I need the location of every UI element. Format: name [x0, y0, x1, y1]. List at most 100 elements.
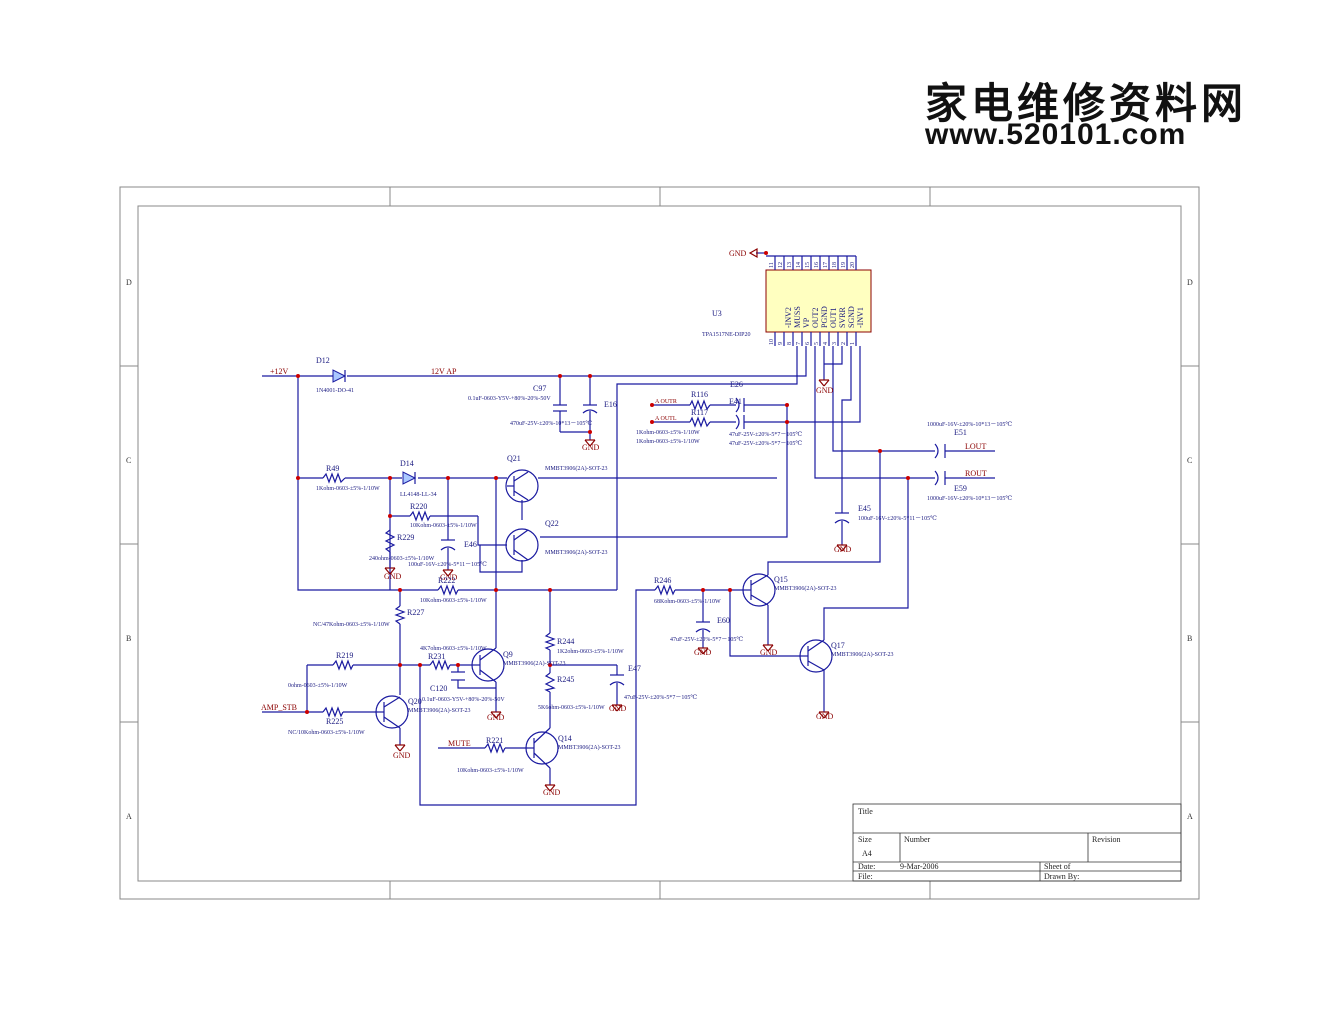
gnd-label: GND	[384, 572, 402, 581]
q14-symbol	[525, 727, 559, 769]
ref-r117: R117	[691, 408, 708, 417]
ref-r246: R246	[654, 576, 671, 585]
tb-size-value: A4	[862, 849, 872, 858]
pin-3: 3	[832, 342, 838, 345]
pin-name-out1: OUT1	[829, 308, 838, 328]
val-r229: 240ohm-0603-±5%-1/10W	[369, 556, 435, 562]
val-r231: 4K7ohm-0603-±5%-1/10W	[420, 646, 487, 652]
pin-19: 19	[841, 262, 847, 268]
chip-pin-names: -INV2 MUSS VP OUT2 PGND OUT1 SVRR SGND -…	[784, 306, 865, 328]
pin-12: 12	[778, 262, 784, 268]
tb-size-label: Size	[858, 835, 872, 844]
pin-14: 14	[796, 262, 802, 268]
ref-q20: Q20	[408, 697, 422, 706]
ref-r116: R116	[691, 390, 708, 399]
tb-date-value: 9-Mar-2006	[900, 862, 939, 871]
val-r222: 10Kohm-0603-±5%-1/10W	[420, 598, 487, 604]
ref-r221: R221	[486, 736, 503, 745]
pin-8: 8	[787, 342, 793, 345]
ref-e47: E47	[628, 664, 641, 673]
val-c97: 0.1uF-0603-Y5V-+80%-20%-50V	[468, 396, 551, 402]
wires	[262, 346, 995, 806]
gnd-label: GND	[834, 545, 852, 554]
q20-symbol	[375, 695, 409, 729]
pin-name-inv2: -INV2	[784, 307, 793, 328]
ref-c97: C97	[533, 384, 546, 393]
tb-date-label: Date:	[858, 862, 875, 871]
gnd-label: GND	[760, 648, 778, 657]
chip-ref: U3	[712, 309, 722, 318]
q15-symbol	[742, 573, 776, 607]
val-q17: MMBT3906(2A)-SOT-23	[831, 651, 893, 658]
val-r117: 1Kohm-0603-±5%-1/10W	[636, 439, 700, 445]
net-amp-stb: AMP_STB	[261, 703, 297, 712]
val-e60: 47uF-25V-±20%-5*7－105℃	[670, 636, 743, 643]
val-r244: 1K2ohm-0603-±5%-1/10W	[557, 649, 624, 655]
tb-file-label: File:	[858, 872, 873, 881]
val-e51: 1000uF-16V-±20%-10*13－105℃	[927, 421, 1012, 428]
val-q9: MMBT3906(2A)-SOT-23	[503, 660, 565, 667]
pin-2: 2	[841, 342, 847, 345]
ref-q21: Q21	[507, 454, 521, 463]
ref-q17: Q17	[831, 641, 845, 650]
val-r227: NC/47Kohm-0603-±5%-1/10W	[313, 622, 390, 628]
val-r220: 10Kohm-0603-±5%-1/10W	[410, 523, 477, 529]
val-e45: 100uF-16V-±20%-5*11－105℃	[858, 515, 937, 522]
net-12v-ap: 12V AP	[431, 367, 457, 376]
watermark-url: www.520101.com	[925, 118, 1187, 151]
ref-d12: D12	[316, 356, 330, 365]
ref-e46: E46	[464, 540, 477, 549]
resistors	[322, 399, 711, 754]
val-r49: 1Kohm-0603-±5%-1/10W	[316, 486, 380, 492]
pin-5: 5	[814, 342, 820, 345]
tb-sheet-label: Sheet of	[1044, 862, 1071, 871]
pin-16: 16	[814, 262, 820, 268]
watermark-chinese: 家电维修资料网	[925, 79, 1248, 128]
ref-r244: R244	[557, 637, 574, 646]
gnd-label: GND	[694, 648, 712, 657]
pin-13: 13	[787, 262, 793, 268]
pin-name-vp: VP	[802, 317, 811, 328]
title-block	[852, 803, 1182, 882]
pin-11: 11	[769, 262, 775, 268]
gnd-label-top: GND	[729, 249, 747, 258]
val-r221: 10Kohm-0603-±5%-1/10W	[457, 768, 524, 774]
junctions	[296, 374, 910, 714]
gnd-label: GND	[393, 751, 411, 760]
transistors	[375, 469, 833, 769]
ref-r222: R222	[438, 576, 455, 585]
gnd-label: GND	[543, 788, 561, 797]
val-q15: MMBT3906(2A)-SOT-23	[774, 585, 836, 592]
val-e26: 47uF-25V-±20%-5*7－105℃	[729, 431, 802, 438]
net-rout: ROUT	[965, 469, 987, 478]
pin-name-svrr: SVRR	[838, 306, 847, 328]
chip-u3	[765, 255, 872, 346]
net-mute: MUTE	[448, 739, 471, 748]
pin-4: 4	[823, 342, 829, 345]
zone-left-a: A	[126, 812, 132, 821]
pin-7: 7	[796, 342, 802, 345]
ref-r220: R220	[410, 502, 427, 511]
pin-17: 17	[823, 262, 829, 268]
ref-e41: E41	[729, 397, 742, 406]
val-r246: 68Kohm-0603-±5%-1/10W	[654, 599, 721, 605]
net-aoutl: A OUTL	[655, 416, 677, 422]
ref-e60: E60	[717, 616, 730, 625]
pin-name-out2: OUT2	[811, 308, 820, 328]
ref-e16: E16	[604, 400, 617, 409]
val-d14: LL4148-LL-34	[400, 492, 437, 498]
pin-15: 15	[805, 262, 811, 268]
ref-r219: R219	[336, 651, 353, 660]
val-e41: 47uF-25V-±20%-5*7－105℃	[729, 440, 802, 447]
ref-q22: Q22	[545, 519, 559, 528]
tb-number-label: Number	[904, 835, 931, 844]
val-q20: MMBT3906(2A)-SOT-23	[408, 707, 470, 714]
chip-gnd	[748, 247, 768, 259]
val-e46: 100uF-16V-±20%-5*11－105℃	[408, 561, 487, 568]
net-lout: LOUT	[965, 442, 986, 451]
net-aoutr: A OUTR	[655, 399, 677, 405]
pin-6: 6	[805, 342, 811, 345]
ref-e59: E59	[954, 484, 967, 493]
val-r116: 1Kohm-0603-±5%-1/10W	[636, 430, 700, 436]
gnd-label: GND	[816, 386, 834, 395]
